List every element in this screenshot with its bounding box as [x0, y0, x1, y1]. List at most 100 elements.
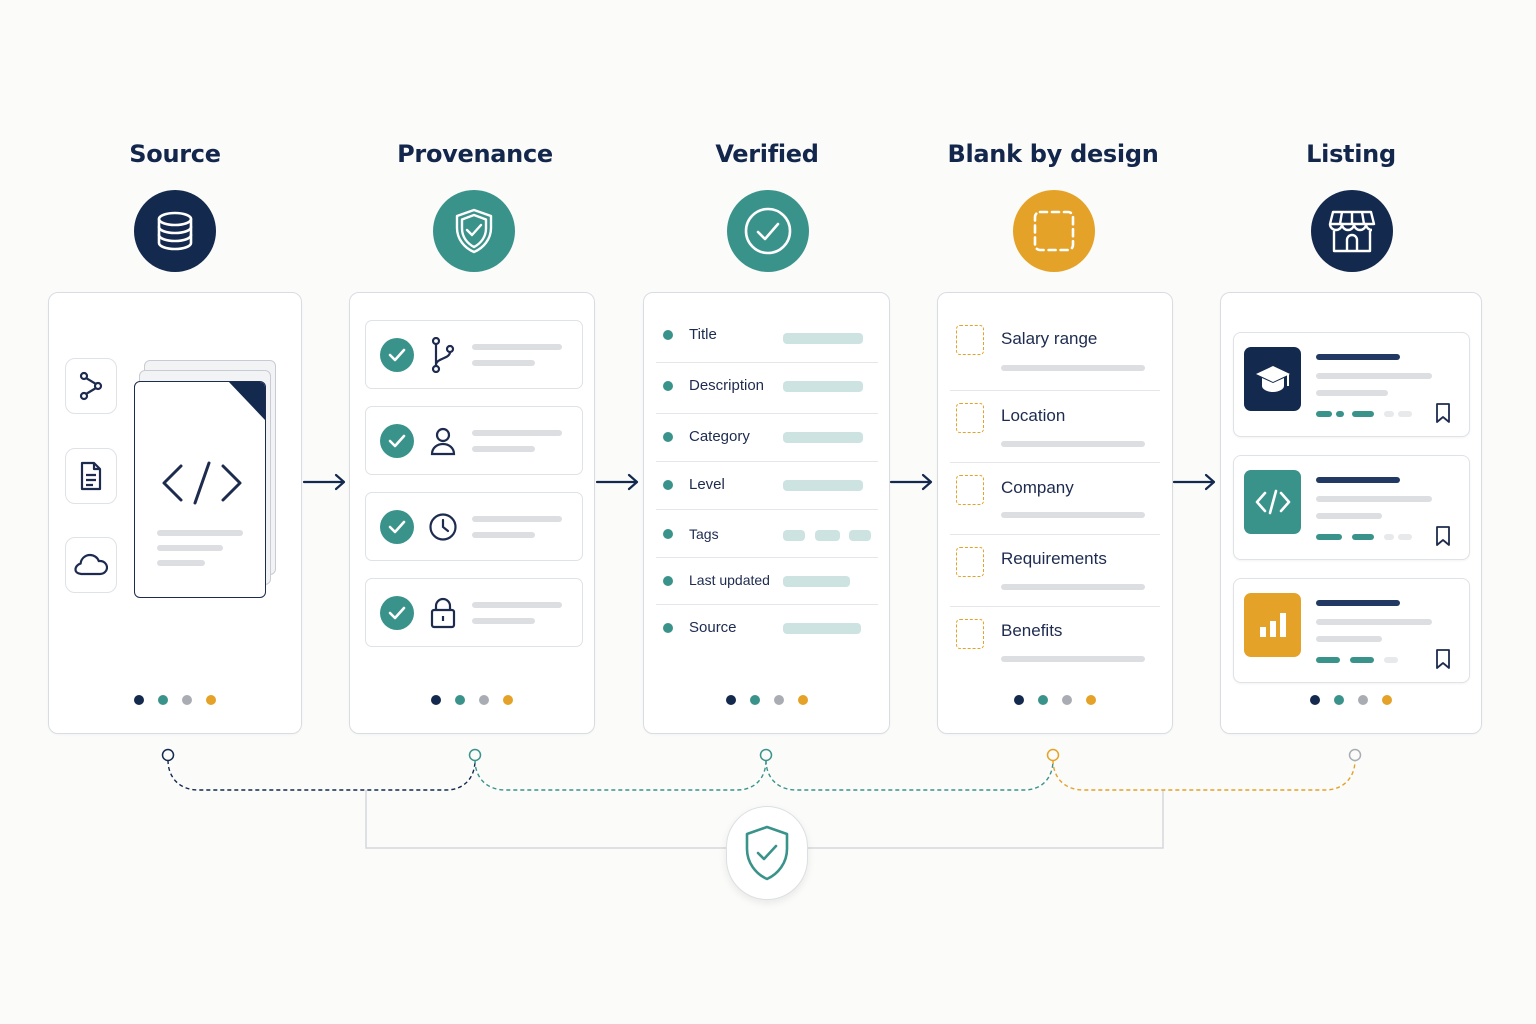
arrow-right-icon [595, 473, 639, 491]
listing-item[interactable] [1233, 578, 1470, 683]
field-label: Benefits [1001, 621, 1063, 640]
field-label: Salary range [1001, 329, 1098, 348]
stage-circle-verified [727, 190, 809, 272]
shield-check-icon [745, 825, 789, 881]
field-label: Requirements [1001, 549, 1107, 568]
dashed-square-icon [1033, 210, 1075, 252]
arrow-right-icon [302, 473, 346, 491]
connector-node [468, 748, 482, 762]
verified-field-row: Category [656, 414, 878, 462]
blank-field-row: Location [950, 391, 1160, 463]
source-card [48, 292, 302, 734]
doc-line-2 [157, 545, 223, 551]
source-document-button[interactable] [65, 448, 117, 504]
arrow-right-icon [1172, 473, 1216, 491]
field-label: Level [689, 476, 725, 493]
source-cloud-button[interactable] [65, 537, 117, 593]
provenance-row[interactable] [365, 406, 583, 475]
bookmark-icon[interactable] [1435, 526, 1451, 546]
bookmark-icon[interactable] [1435, 649, 1451, 669]
stage-circle-listing [1311, 190, 1393, 272]
pagination-dots [350, 695, 594, 705]
check-icon [388, 434, 406, 448]
doc-line-3 [157, 560, 205, 566]
dot-navy [134, 695, 144, 705]
field-label: Location [1001, 406, 1066, 425]
connector-node [161, 748, 175, 762]
verified-field-row: Description [656, 363, 878, 414]
verified-field-row: Title [656, 313, 878, 363]
check-icon [388, 520, 406, 534]
blank-field-row: Company [950, 463, 1160, 535]
stage-title-blank: Blank by design [947, 140, 1159, 168]
connector-node [1348, 748, 1362, 762]
verified-card: Title Description Category Level Tags La… [643, 292, 890, 734]
provenance-row[interactable] [365, 492, 583, 561]
listing-item[interactable] [1233, 455, 1470, 560]
verified-field-row: Last updated [656, 558, 878, 605]
field-label: Company [1001, 478, 1074, 497]
stage-title-provenance: Provenance [397, 140, 553, 168]
listing-item[interactable] [1233, 332, 1470, 437]
provenance-row[interactable] [365, 320, 583, 389]
field-label: Title [689, 326, 717, 343]
storefront-icon [1328, 210, 1376, 253]
field-label: Tags [689, 526, 719, 542]
document-icon [80, 461, 102, 491]
listing-card [1220, 292, 1482, 734]
blank-field-row: Requirements [950, 535, 1160, 607]
listing-icon-tile [1244, 347, 1301, 411]
stage-title-source: Source [129, 140, 221, 168]
clock-icon [429, 513, 457, 541]
pagination-dots [938, 695, 1172, 705]
pagination-dots [644, 695, 889, 705]
dashed-placeholder-icon [956, 547, 984, 577]
dot-gold [206, 695, 216, 705]
pagination-dots [1221, 695, 1481, 705]
blank-field-row: Benefits [950, 607, 1160, 679]
user-icon [430, 427, 456, 456]
listing-icon-tile [1244, 593, 1301, 657]
check-circle-icon [744, 207, 792, 255]
dot-gray [182, 695, 192, 705]
bookmark-icon[interactable] [1435, 403, 1451, 423]
stage-title-verified: Verified [715, 140, 819, 168]
lock-icon [430, 597, 456, 629]
connector-lines [161, 748, 1362, 849]
doc-line-1 [157, 530, 243, 536]
database-icon [157, 211, 193, 251]
shield-check-icon [455, 208, 493, 254]
dashed-placeholder-icon [956, 403, 984, 433]
check-badge [380, 338, 414, 372]
check-icon [388, 348, 406, 362]
code-icon [162, 461, 242, 505]
graduation-cap-icon [1255, 366, 1290, 392]
trust-shield-badge [726, 806, 808, 900]
source-branch-button[interactable] [65, 358, 117, 414]
arrow-right-icon [889, 473, 933, 491]
git-branch-icon [431, 337, 455, 373]
verified-field-row: Tags [656, 510, 878, 558]
check-badge [380, 424, 414, 458]
connector-node [1046, 748, 1060, 762]
provenance-card [349, 292, 595, 734]
cloud-icon [74, 553, 108, 576]
field-label: Source [689, 619, 737, 636]
bar-chart-icon [1259, 613, 1286, 637]
dashed-placeholder-icon [956, 325, 984, 355]
check-badge [380, 510, 414, 544]
check-icon [388, 606, 406, 620]
page-fold-icon [228, 382, 265, 420]
share-nodes-icon [79, 371, 103, 401]
blank-field-row: Salary range [950, 313, 1160, 391]
blank-card: Salary range Location Company Requiremen… [937, 292, 1173, 734]
field-label: Category [689, 428, 750, 445]
stage-circle-blank [1013, 190, 1095, 272]
code-document [134, 381, 266, 598]
check-badge [380, 596, 414, 630]
provenance-row[interactable] [365, 578, 583, 647]
listing-icon-tile [1244, 470, 1301, 534]
stage-title-listing: Listing [1306, 140, 1396, 168]
pagination-dots [49, 695, 301, 705]
dashed-placeholder-icon [956, 619, 984, 649]
